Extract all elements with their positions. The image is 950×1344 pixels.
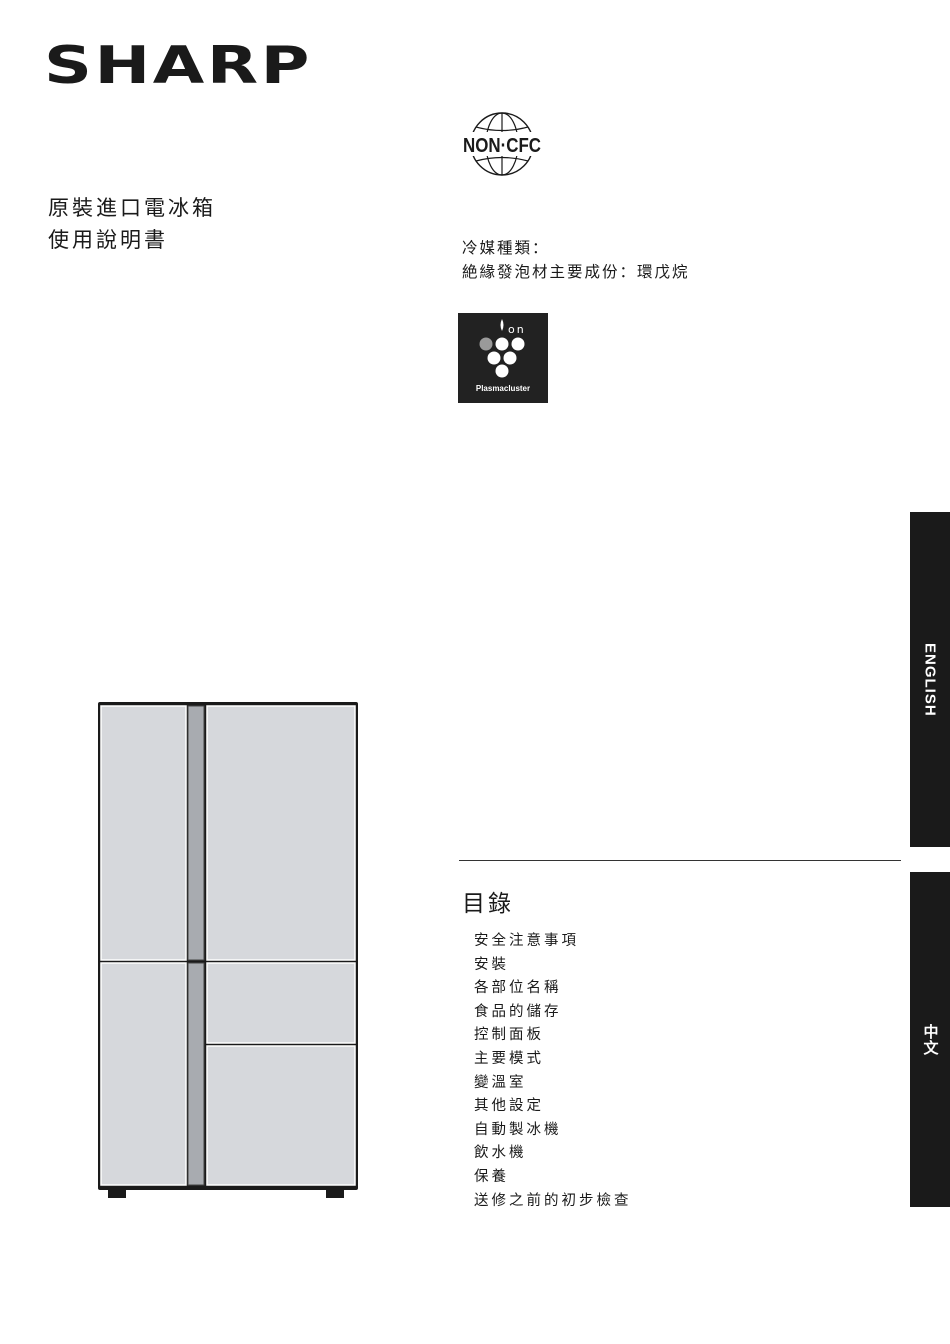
tab-chinese-label: 中文 [920,1024,941,1056]
tab-english-label: ENGLISH [922,643,939,717]
fridge-left-lower-door [101,963,186,1185]
toc-item-variable-temp-room[interactable]: 變溫室 [474,1072,632,1096]
toc-item-control-panel[interactable]: 控制面板 [474,1024,632,1048]
toc-item-auto-ice-maker[interactable]: 自動製冰機 [474,1119,632,1143]
insulation-material-label: 絶緣發泡材主要成份：環戊烷 [462,261,690,283]
toc-item-safety[interactable]: 安全注意事項 [474,930,632,954]
tab-chinese[interactable]: 中文 [910,872,950,1207]
toc-divider [459,860,901,861]
toc-item-part-names[interactable]: 各部位名稱 [474,977,632,1001]
toc-heading: 目錄 [462,888,514,920]
refrigerant-type-label: 冷媒種類： [462,237,550,259]
toc-item-water-dispenser[interactable]: 飲水機 [474,1142,632,1166]
fridge-left-upper-door [101,706,186,960]
non-cfc-text: NON·CFC [463,135,541,157]
plasmacluster-label: Plasmacluster [458,384,548,393]
tab-english[interactable]: ENGLISH [910,512,950,847]
fridge-right-bottom-drawer [207,1046,355,1185]
sharp-logo: SHARP [44,38,312,94]
plasmacluster-logo: on Plasmacluster [458,313,548,403]
fridge-center-strip-lower [188,963,204,1185]
refrigerator-illustration [96,700,362,1200]
toc-item-troubleshooting[interactable]: 送修之前的初步檢查 [474,1190,632,1214]
plasmacluster-ion-label: on [508,323,526,336]
toc-item-main-modes[interactable]: 主要模式 [474,1048,632,1072]
fridge-center-strip-upper [188,706,204,960]
toc-item-maintenance[interactable]: 保養 [474,1166,632,1190]
document-title-line-2: 使用說明書 [48,225,168,255]
toc-item-other-settings[interactable]: 其他設定 [474,1095,632,1119]
fridge-foot-left [108,1188,126,1198]
fridge-right-upper-door [207,706,355,960]
toc-item-food-storage[interactable]: 食品的儲存 [474,1001,632,1025]
fridge-right-middle-drawer [207,963,355,1043]
document-title-line-1: 原裝進口電冰箱 [48,193,216,223]
fridge-foot-right [326,1188,344,1198]
toc-list: 安全注意事項 安裝 各部位名稱 食品的儲存 控制面板 主要模式 變溫室 其他設定… [474,930,632,1213]
toc-item-installation[interactable]: 安裝 [474,954,632,978]
non-cfc-globe-icon: NON·CFC [462,110,542,178]
